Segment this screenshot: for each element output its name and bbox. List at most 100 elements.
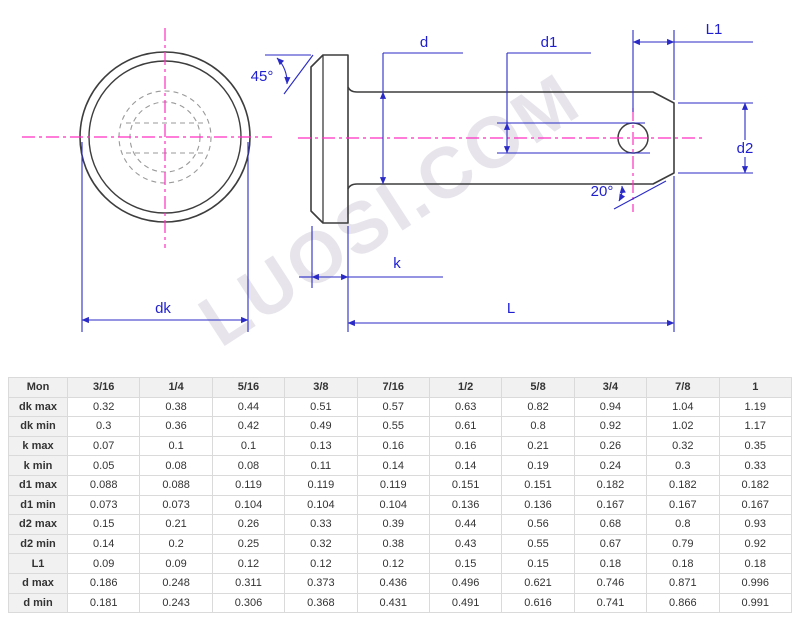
table-cell: 0.182 xyxy=(573,474,648,496)
table-cell: 0.8 xyxy=(501,416,575,437)
size-column-header: 5/16 xyxy=(211,377,286,398)
table-cell: 0.15 xyxy=(501,553,575,574)
table-cell: 0.44 xyxy=(428,514,503,535)
size-column-header: 1 xyxy=(718,377,793,398)
table-cell: 0.42 xyxy=(211,416,286,437)
d1-dimension-label: d1 xyxy=(541,34,558,51)
table-cell: 0.92 xyxy=(573,416,648,437)
table-cell: 0.68 xyxy=(573,514,648,535)
table-cell: 0.07 xyxy=(66,435,141,457)
chamfer20-angled-line xyxy=(613,180,667,210)
table-cell: 0.871 xyxy=(646,572,720,594)
table-cell: 0.24 xyxy=(573,455,648,476)
table-cell: 0.182 xyxy=(718,474,793,496)
table-cell: 0.25 xyxy=(211,533,286,555)
table-cell: 0.3 xyxy=(646,455,720,476)
table-cell: 0.05 xyxy=(66,455,141,476)
table-cell: 0.09 xyxy=(66,553,141,574)
table-cell: 0.746 xyxy=(573,572,648,594)
table-cell: 0.12 xyxy=(284,553,358,574)
table-cell: 0.63 xyxy=(428,396,503,418)
table-cell: 0.741 xyxy=(573,592,648,614)
table-cell: 0.16 xyxy=(428,435,503,457)
table-cell: 0.43 xyxy=(428,533,503,555)
side-view: d d1 L1 d2 45° xyxy=(251,21,757,332)
table-cell: 0.431 xyxy=(356,592,430,614)
table-cell: 0.182 xyxy=(646,474,720,496)
size-column-header: 1/2 xyxy=(428,377,503,398)
size-column-header: 7/16 xyxy=(356,377,430,398)
table-cell: 0.36 xyxy=(139,416,213,437)
table-cell: 0.088 xyxy=(139,474,213,496)
table-cell: 0.09 xyxy=(139,553,213,574)
table-cell: 0.33 xyxy=(718,455,793,476)
table-cell: 0.136 xyxy=(428,494,503,516)
size-column-header: 7/8 xyxy=(646,377,720,398)
table-cell: 0.79 xyxy=(646,533,720,555)
table-cell: 0.35 xyxy=(718,435,793,457)
size-column-header: 5/8 xyxy=(501,377,575,398)
L1-dimension-label: L1 xyxy=(706,21,723,38)
table-cell: 0.21 xyxy=(501,435,575,457)
table-cell: 0.243 xyxy=(139,592,213,614)
table-cell: 0.167 xyxy=(646,494,720,516)
table-cell: 0.436 xyxy=(356,572,430,594)
table-cell: 0.39 xyxy=(356,514,430,535)
table-cell: 0.12 xyxy=(211,553,286,574)
table-cell: 0.26 xyxy=(573,435,648,457)
table-cell: 0.2 xyxy=(139,533,213,555)
table-cell: 0.373 xyxy=(284,572,358,594)
table-cell: 0.15 xyxy=(66,514,141,535)
table-cell: 0.3 xyxy=(66,416,141,437)
size-column-header: 1/4 xyxy=(139,377,213,398)
table-cell: 0.616 xyxy=(501,592,575,614)
table-cell: 0.12 xyxy=(356,553,430,574)
table-cell: 0.93 xyxy=(718,514,793,535)
row-label: d min xyxy=(8,592,68,614)
table-cell: 0.1 xyxy=(211,435,286,457)
row-label: d2 max xyxy=(8,514,68,535)
table-cell: 0.44 xyxy=(211,396,286,418)
table-cell: 0.8 xyxy=(646,514,720,535)
table-cell: 0.38 xyxy=(356,533,430,555)
table-cell: 0.136 xyxy=(501,494,575,516)
row-label: k min xyxy=(8,455,68,476)
table-cell: 0.32 xyxy=(66,396,141,418)
table-cell: 1.17 xyxy=(718,416,793,437)
drawing-canvas: dk d d1 xyxy=(22,21,757,332)
table-cell: 0.1 xyxy=(139,435,213,457)
table-cell: 0.088 xyxy=(66,474,141,496)
table-cell: 0.119 xyxy=(284,474,358,496)
table-cell: 0.18 xyxy=(573,553,648,574)
clevis-pin-technical-drawing: LUOSI.COM dk xyxy=(22,21,757,363)
chamfer45-angled-line xyxy=(283,54,314,95)
size-column-header: 3/4 xyxy=(573,377,648,398)
size-column-header: 3/16 xyxy=(66,377,141,398)
table-cell: 0.073 xyxy=(66,494,141,516)
table-cell: 0.311 xyxy=(211,572,286,594)
row-label: L1 xyxy=(8,553,68,574)
table-cell: 0.621 xyxy=(501,572,575,594)
head-outline xyxy=(310,54,349,224)
table-cell: 0.57 xyxy=(356,396,430,418)
table-cell: 0.08 xyxy=(211,455,286,476)
d2-label-background xyxy=(733,140,757,157)
chamfer45-angle-label: 45° xyxy=(251,68,274,85)
table-cell: 0.18 xyxy=(646,553,720,574)
table-cell: 0.51 xyxy=(284,396,358,418)
table-cell: 0.151 xyxy=(501,474,575,496)
table-cell: 0.38 xyxy=(139,396,213,418)
table-cell: 0.56 xyxy=(501,514,575,535)
table-cell: 0.151 xyxy=(428,474,503,496)
row-label: dk max xyxy=(8,396,68,418)
table-cell: 0.15 xyxy=(428,553,503,574)
table-cell: 0.67 xyxy=(573,533,648,555)
k-dimension-label: k xyxy=(393,255,401,272)
